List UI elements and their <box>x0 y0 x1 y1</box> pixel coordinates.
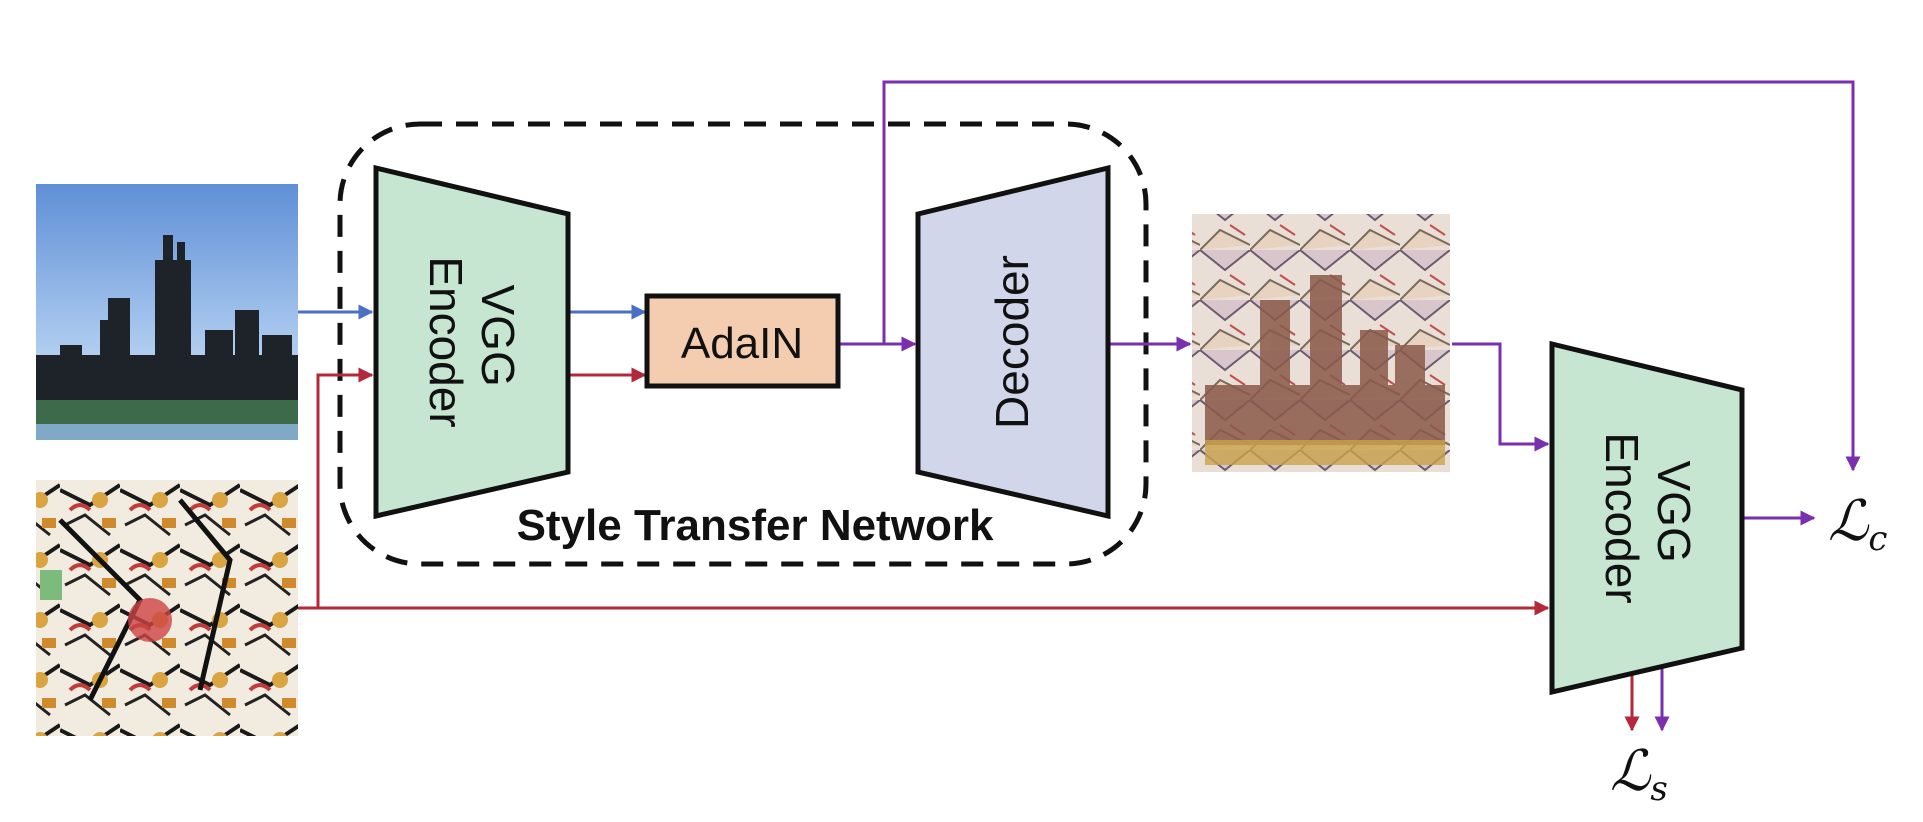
svg-text:VGG Encoder: VGG Encoder <box>1596 432 1700 603</box>
output-image <box>1192 214 1450 472</box>
encoder-label-line2: Encoder <box>420 256 472 427</box>
output-to-loss-encoder-arrow <box>1452 342 1550 452</box>
content-loss-label: ℒc <box>1828 489 1887 559</box>
encoder-label-line1: VGG <box>472 284 524 386</box>
svg-text:VGG Encoder: VGG Encoder <box>420 256 524 427</box>
vgg-encoder-block: VGG Encoder <box>373 164 571 520</box>
content-target-arrow <box>882 80 1861 472</box>
decoder-label: Decoder <box>986 255 1038 429</box>
decoder-block: Decoder <box>915 164 1111 520</box>
adain-block: AdaIN <box>644 293 841 389</box>
style-loss-label: ℒs <box>1610 739 1668 809</box>
adain-label: AdaIN <box>681 319 803 368</box>
content-image <box>36 184 298 440</box>
loss-encoder-label-line2: Encoder <box>1596 432 1648 603</box>
style-image <box>36 480 298 736</box>
loss-encoder-label-line1: VGG <box>1648 460 1700 562</box>
network-label: Style Transfer Network <box>517 501 994 550</box>
style-to-encoder-arrow <box>298 367 374 610</box>
loss-vgg-encoder-block: VGG Encoder <box>1549 340 1745 696</box>
